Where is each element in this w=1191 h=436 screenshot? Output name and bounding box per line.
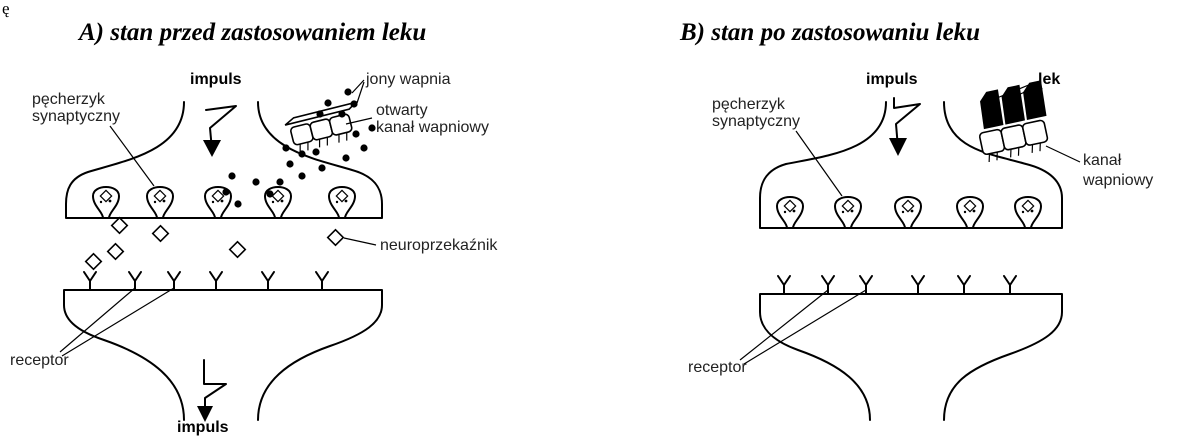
panel-a-title: A) stan przed zastosowaniem leku (77, 19, 426, 46)
receptor-leader-1-b (739, 289, 829, 361)
pecherzyk-leader-b (795, 130, 843, 197)
receptor-icon (911, 275, 925, 295)
header-fragment: ę (2, 0, 10, 18)
kanal-leader-a (345, 117, 373, 125)
kanal-label-line2-a: kanał wapniowy (376, 119, 489, 136)
receptor-leader-1-a (59, 287, 136, 353)
lek-leader-3-b (1039, 87, 1043, 95)
synaptic-vesicle (328, 186, 356, 219)
impulse-arrow-top-b (889, 97, 921, 156)
receptor-icon (83, 271, 97, 291)
jony-leader-1-a (351, 79, 365, 94)
synaptic-vesicle (146, 186, 174, 219)
receptors-a (83, 271, 329, 291)
open-calcium-channel-a (284, 100, 359, 153)
synaptic-vesicles-b (776, 196, 1042, 229)
kanal-leader-b (1045, 145, 1081, 163)
pecherzyk-label-line1-b: pęcherzyk (712, 96, 786, 113)
neuroprzekaznik-leader-a (343, 237, 377, 246)
lek-label-b: lek (1038, 71, 1060, 88)
receptor-icon (821, 275, 835, 295)
postsynaptic-cell-b (759, 293, 1063, 421)
receptors-b (777, 275, 1017, 295)
jony-leader-2-a (356, 81, 365, 104)
synaptic-vesicle (894, 196, 922, 229)
synaptic-vesicle (204, 186, 232, 219)
neurotransmitter-a (84, 216, 345, 271)
receptor-icon (957, 275, 971, 295)
panel-a: A) stan przed zastosowaniem leku impuls … (10, 19, 498, 436)
synaptic-vesicle (92, 186, 120, 219)
pecherzyk-leader-a (109, 125, 155, 187)
panel-b: B) stan po zastosowaniu leku impuls (679, 19, 1153, 421)
receptor-icon (167, 271, 181, 291)
neuroprzekaznik-label-a: neuroprzekaźnik (380, 237, 498, 254)
synaptic-vesicle (834, 196, 862, 229)
synaptic-vesicles-a (92, 186, 356, 219)
synaptic-vesicle (1014, 196, 1042, 229)
receptor-label-a: receptor (10, 352, 69, 369)
receptor-leader-2-a (61, 287, 175, 357)
receptor-label-b: receptor (688, 359, 747, 376)
pecherzyk-label-line2-b: synaptyczny (712, 113, 800, 130)
receptor-leader-2-b (743, 289, 867, 365)
lek-leader-1-b (991, 81, 1037, 101)
postsynaptic-cell-a (63, 289, 383, 421)
presynaptic-terminal-a (65, 101, 383, 219)
impuls-top-label-a: impuls (190, 71, 242, 88)
synaptic-vesicle (264, 186, 292, 219)
calcium-ions-a (222, 88, 376, 208)
impuls-bottom-label-a: impuls (177, 419, 229, 436)
kanal-label-line1-a: otwarty (376, 102, 428, 119)
blocked-calcium-channel-b (978, 80, 1049, 163)
kanal-label-line2-b: wapniowy (1082, 172, 1153, 189)
lek-leader-2-b (1015, 85, 1039, 97)
receptor-icon (209, 271, 223, 291)
kanal-label-line1-b: kanał (1083, 152, 1122, 169)
receptor-icon (859, 275, 873, 295)
impuls-top-label-b: impuls (866, 71, 918, 88)
pecherzyk-label-line1-a: pęcherzyk (32, 91, 106, 108)
synaptic-vesicle (956, 196, 984, 229)
jony-wapnia-label-a: jony wapnia (365, 71, 451, 88)
receptor-icon (1003, 275, 1017, 295)
receptor-icon (261, 271, 275, 291)
pecherzyk-label-line2-a: synaptyczny (32, 108, 120, 125)
synaptic-vesicle (776, 196, 804, 229)
receptor-icon (777, 275, 791, 295)
impulse-arrow-top-a (203, 105, 237, 157)
impulse-arrow-bottom-a (197, 359, 227, 422)
receptor-icon (128, 271, 142, 291)
receptor-icon (315, 271, 329, 291)
panel-b-title: B) stan po zastosowaniu leku (679, 19, 980, 46)
